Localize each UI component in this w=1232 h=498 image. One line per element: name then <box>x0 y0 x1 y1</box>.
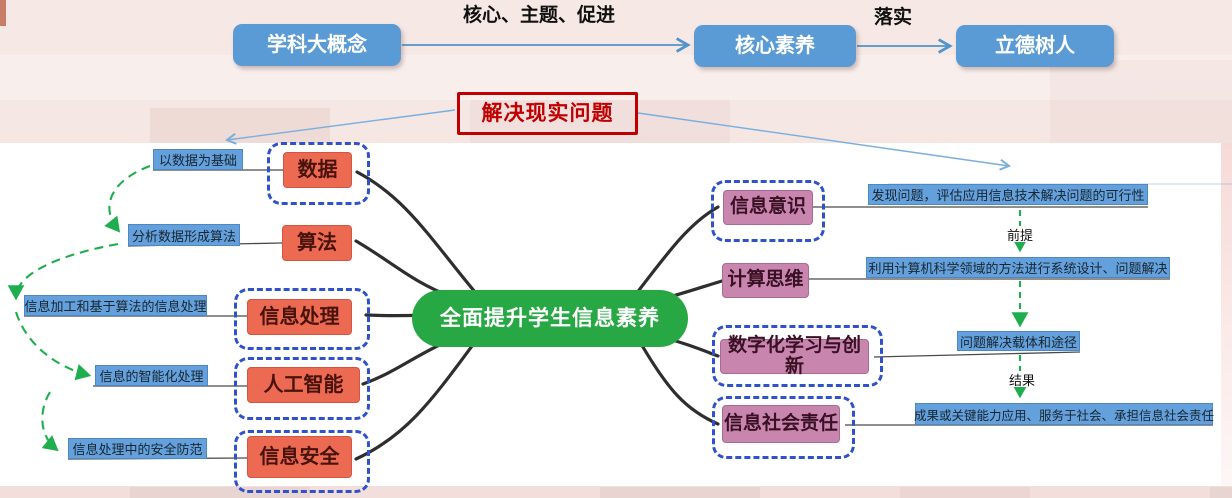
note-data-basis: 以数据为基础 <box>153 149 243 170</box>
note-achievements-society: 成果或关键能力应用、服务于社会、承担信息社会责任 <box>914 403 1214 425</box>
dashed-frame-info-responsibility <box>712 396 855 459</box>
topic-data: 数据 <box>283 152 352 188</box>
dashed-frame-info-awareness <box>711 180 825 242</box>
topic-info-social-responsibility: 信息社会责任 <box>722 405 840 443</box>
dashed-frame-digital-learning <box>712 325 883 387</box>
dashed-frame-data <box>267 142 370 205</box>
flow-node-core-literacy: 核心素养 <box>694 25 856 67</box>
problem-callout: 解决现实问题 <box>457 92 638 135</box>
background-photo-band-bottom <box>0 486 1232 498</box>
background-photo-block <box>900 487 1030 498</box>
dashed-frame-info-security <box>234 430 370 493</box>
topic-ai: 人工智能 <box>247 367 360 403</box>
flow-arrow-label-core-theme: 核心、主题、促进 <box>462 4 615 26</box>
background-photo-block <box>1210 487 1232 498</box>
topic-computational-thinking: 计算思维 <box>722 263 809 298</box>
topic-algorithm: 算法 <box>282 225 352 261</box>
background-photo-block <box>150 108 330 143</box>
problem-box-arrows <box>224 109 1232 185</box>
top-flow-arrows <box>402 37 953 54</box>
topic-digital-learning-innovation: 数字化学习与创新 <box>720 335 869 376</box>
background-photo-corner <box>0 0 6 26</box>
background-photo-strip <box>1221 143 1232 486</box>
green-dashed-chain-left <box>7 165 151 452</box>
flow-step-result: 结果 <box>1002 371 1042 388</box>
background-photo-block <box>130 487 310 498</box>
flow-arrow-label-implement: 落实 <box>873 6 912 28</box>
background-photo-block <box>600 487 760 498</box>
note-problem-solving-carrier: 问题解决载体和途径 <box>957 331 1080 351</box>
note-info-processing: 信息加工和基于算法的信息处理 <box>24 295 207 316</box>
note-discover-problems: 发现问题，评估应用信息技术解决问题的可行性 <box>868 184 1148 205</box>
dashed-frame-info-processing <box>234 288 370 350</box>
note-intelligent-processing: 信息的智能化处理 <box>95 365 208 386</box>
flow-step-premise: 前提 <box>1000 226 1040 243</box>
note-analyze-data: 分析数据形成算法 <box>128 224 240 246</box>
flow-node-subject-big-concept: 学科大概念 <box>233 24 401 66</box>
dashed-frame-ai <box>234 357 370 420</box>
note-security-precaution: 信息处理中的安全防范 <box>68 438 207 459</box>
background-photo-block <box>1050 60 1232 143</box>
topic-info-security: 信息安全 <box>247 436 352 478</box>
note-computer-science-methods: 利用计算机科学领域的方法进行系统设计、问题解决 <box>866 257 1170 278</box>
background-photo-block <box>470 100 730 143</box>
mindmap-center-node: 全面提升学生信息素养 <box>412 290 688 347</box>
flow-node-moral-education: 立德树人 <box>956 25 1114 67</box>
topic-info-awareness: 信息意识 <box>723 190 813 225</box>
note-connector-lines <box>24 169 1213 460</box>
topic-info-processing: 信息处理 <box>247 299 352 335</box>
